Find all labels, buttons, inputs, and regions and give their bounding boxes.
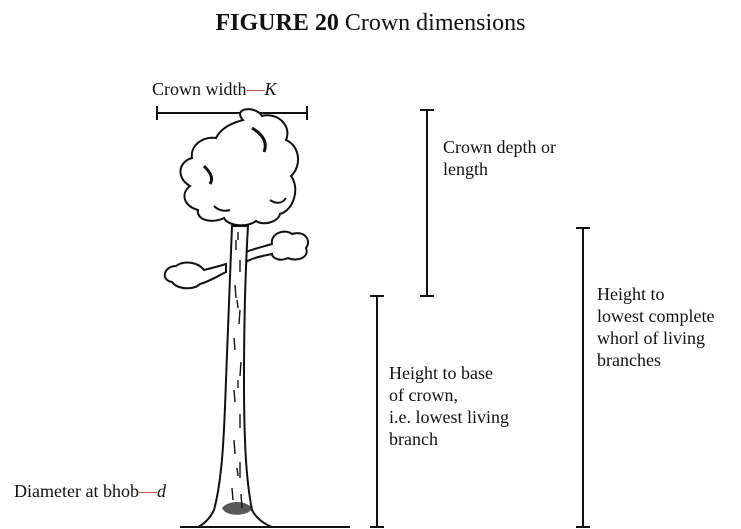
crown-depth-line-1: Crown depth or (443, 136, 556, 158)
height-base-line-4: branch (389, 428, 509, 450)
crown-width-symbol: K (265, 79, 277, 99)
tree-crown (180, 109, 298, 225)
diameter-label: Diameter at bhob—d (14, 480, 166, 502)
diameter-text: Diameter at bhob (14, 481, 139, 501)
crown-depth-bar (420, 110, 434, 296)
height-whorl-line-3: whorl of living (597, 327, 714, 349)
crown-width-bar (157, 106, 307, 120)
crown-depth-label: Crown depth or length (443, 136, 556, 180)
height-base-line-2: of crown, (389, 384, 509, 406)
height-to-base-bar (370, 296, 384, 527)
height-base-line-3: i.e. lowest living (389, 406, 509, 428)
height-whorl-line-1: Height to (597, 283, 714, 305)
height-whorl-line-2: lowest complete (597, 305, 714, 327)
crown-width-label: Crown width—K (152, 78, 277, 100)
height-base-line-1: Height to base (389, 362, 509, 384)
height-to-whorl-bar (576, 228, 590, 527)
tree-left-branch (165, 263, 226, 289)
crown-width-text: Crown width (152, 79, 247, 99)
crown-width-dash: — (247, 79, 265, 99)
height-whorl-label: Height to lowest complete whorl of livin… (597, 283, 714, 371)
tree-drawing (165, 109, 350, 527)
diameter-symbol: d (157, 481, 166, 501)
diameter-dash: — (139, 481, 157, 501)
height-whorl-line-4: branches (597, 349, 714, 371)
tree-right-branch (246, 232, 308, 262)
crown-depth-line-2: length (443, 158, 556, 180)
height-base-label: Height to base of crown, i.e. lowest liv… (389, 362, 509, 450)
